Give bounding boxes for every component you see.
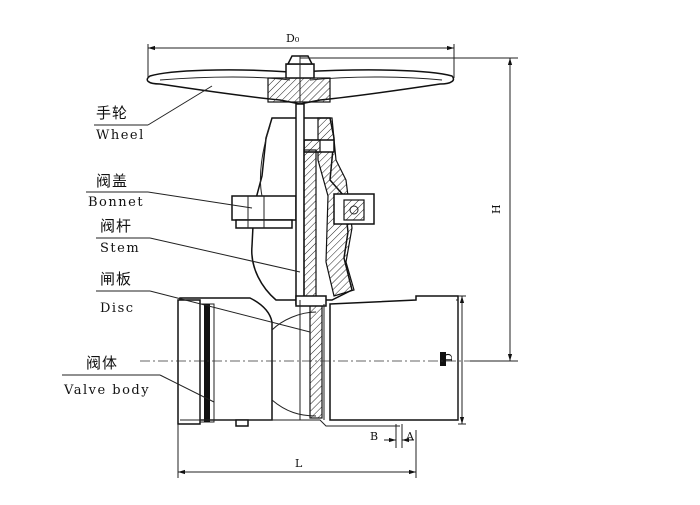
- callout-stem-zh: 阀杆: [100, 217, 132, 235]
- dimension-l: L: [177, 424, 417, 478]
- valve-body: [177, 295, 459, 427]
- dimension-label-d: D: [442, 353, 455, 362]
- callout-bonnet-zh: 阀盖: [96, 172, 128, 190]
- callout-bonnet: 阀盖 Bonnet: [86, 172, 253, 210]
- callout-wheel: 手轮 Wheel: [94, 85, 213, 143]
- callout-valve-body: 阀体 Valve body: [62, 354, 215, 403]
- callout-disc: 闸板 Disc: [96, 270, 311, 333]
- dimension-h: H: [300, 57, 518, 362]
- dimension-d0: D₀: [147, 32, 455, 78]
- dimension-label-d0: D₀: [286, 32, 300, 45]
- dimension-b-a: B A: [370, 424, 415, 448]
- callout-disc-zh: 闸板: [100, 270, 132, 288]
- dimension-d: D: [442, 295, 466, 425]
- callout-stem-en: Stem: [100, 241, 140, 256]
- dimension-label-h: H: [490, 204, 503, 214]
- dimension-label-a: A: [405, 430, 415, 443]
- bonnet: [231, 117, 375, 301]
- callout-bonnet-en: Bonnet: [88, 195, 144, 210]
- callout-wheel-en: Wheel: [96, 128, 145, 143]
- callout-wheel-zh: 手轮: [96, 104, 128, 122]
- callout-stem: 阀杆 Stem: [96, 217, 301, 273]
- callout-valve-body-zh: 阀体: [86, 354, 118, 372]
- dimension-label-l: L: [295, 457, 303, 470]
- callout-disc-en: Disc: [100, 301, 135, 316]
- callout-valve-body-en: Valve body: [63, 383, 150, 398]
- dimension-label-b: B: [370, 430, 378, 443]
